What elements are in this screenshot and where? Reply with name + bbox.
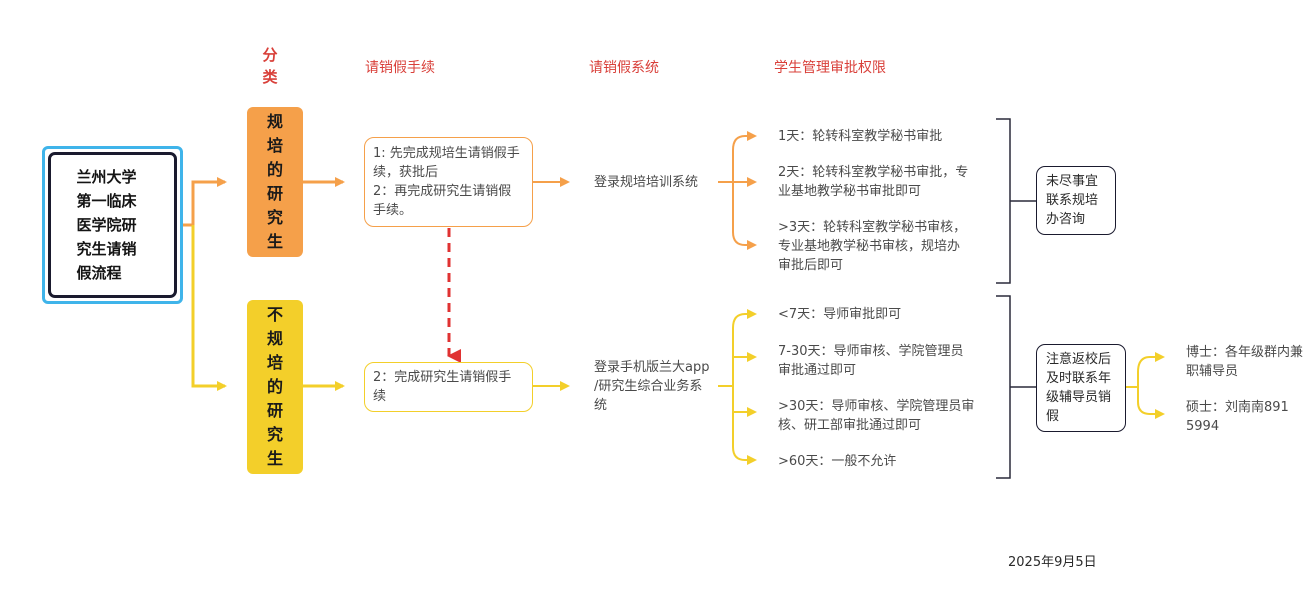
root-connector	[191, 225, 227, 391]
system-guipei: 登录规培培训系统	[594, 175, 699, 190]
root-connector	[183, 177, 227, 227]
category-feiguipei-label: 不规培的研究生	[266, 305, 283, 468]
header-system: 请销假系统	[589, 60, 659, 76]
header-category: 分类	[262, 46, 278, 86]
contact-master: 硕士：刘南南8915994	[1186, 400, 1289, 434]
note-guipei: 未尽事宜联系规培办咨询	[1036, 166, 1116, 235]
header-approval: 学生管理审批权限	[774, 60, 886, 76]
procedure-feiguipei: 2：完成研究生请销假手续	[364, 362, 533, 412]
procedure-guipei-step2: 2：再完成研究生请销假手续。	[373, 184, 512, 218]
bracket	[996, 295, 1011, 479]
approval-guipei-item: >3天：轮转科室教学秘书审核，专业基地教学秘书审核，规培办审批后即可	[778, 220, 967, 273]
category-feiguipei: 不规培的研究生	[247, 300, 303, 474]
approval-feiguipei-item: >30天：导师审核、学院管理员审核、研工部审批通过即可	[778, 399, 975, 433]
header-procedure: 请销假手续	[365, 60, 435, 76]
note-feiguipei: 注意返校后及时联系年级辅导员销假	[1036, 344, 1126, 432]
bracket	[996, 118, 1011, 284]
approval-feiguipei-item: >60天：一般不允许	[778, 454, 897, 469]
category-guipei: 规培的研究生	[247, 107, 303, 257]
approval-guipei-item: 1天：轮转科室教学秘书审批	[778, 129, 943, 144]
approval-feiguipei-item: 7-30天：导师审核、学院管理员审批通过即可	[778, 344, 964, 378]
category-guipei-label: 规培的研究生	[266, 112, 283, 251]
root-node: 兰州大学第一临床医学院研究生请销假流程	[42, 146, 183, 304]
approval-guipei-item: 2天：轮转科室教学秘书审批，专业基地教学秘书审批即可	[778, 165, 969, 199]
root-title: 兰州大学第一临床医学院研究生请销假流程	[76, 168, 137, 282]
procedure-guipei: 1: 先完成规培生请销假手续，获批后 2：再完成研究生请销假手续。	[364, 137, 533, 227]
approval-feiguipei-item: <7天：导师审批即可	[778, 307, 902, 322]
contact-phd: 博士：各年级群内兼职辅导员	[1186, 345, 1304, 379]
procedure-guipei-step1: 1: 先完成规培生请销假手续，获批后	[373, 146, 520, 180]
system-feiguipei: 登录手机版兰大app /研究生综合业务系统	[594, 360, 710, 413]
date-label: 2025年9月5日	[1008, 555, 1097, 570]
